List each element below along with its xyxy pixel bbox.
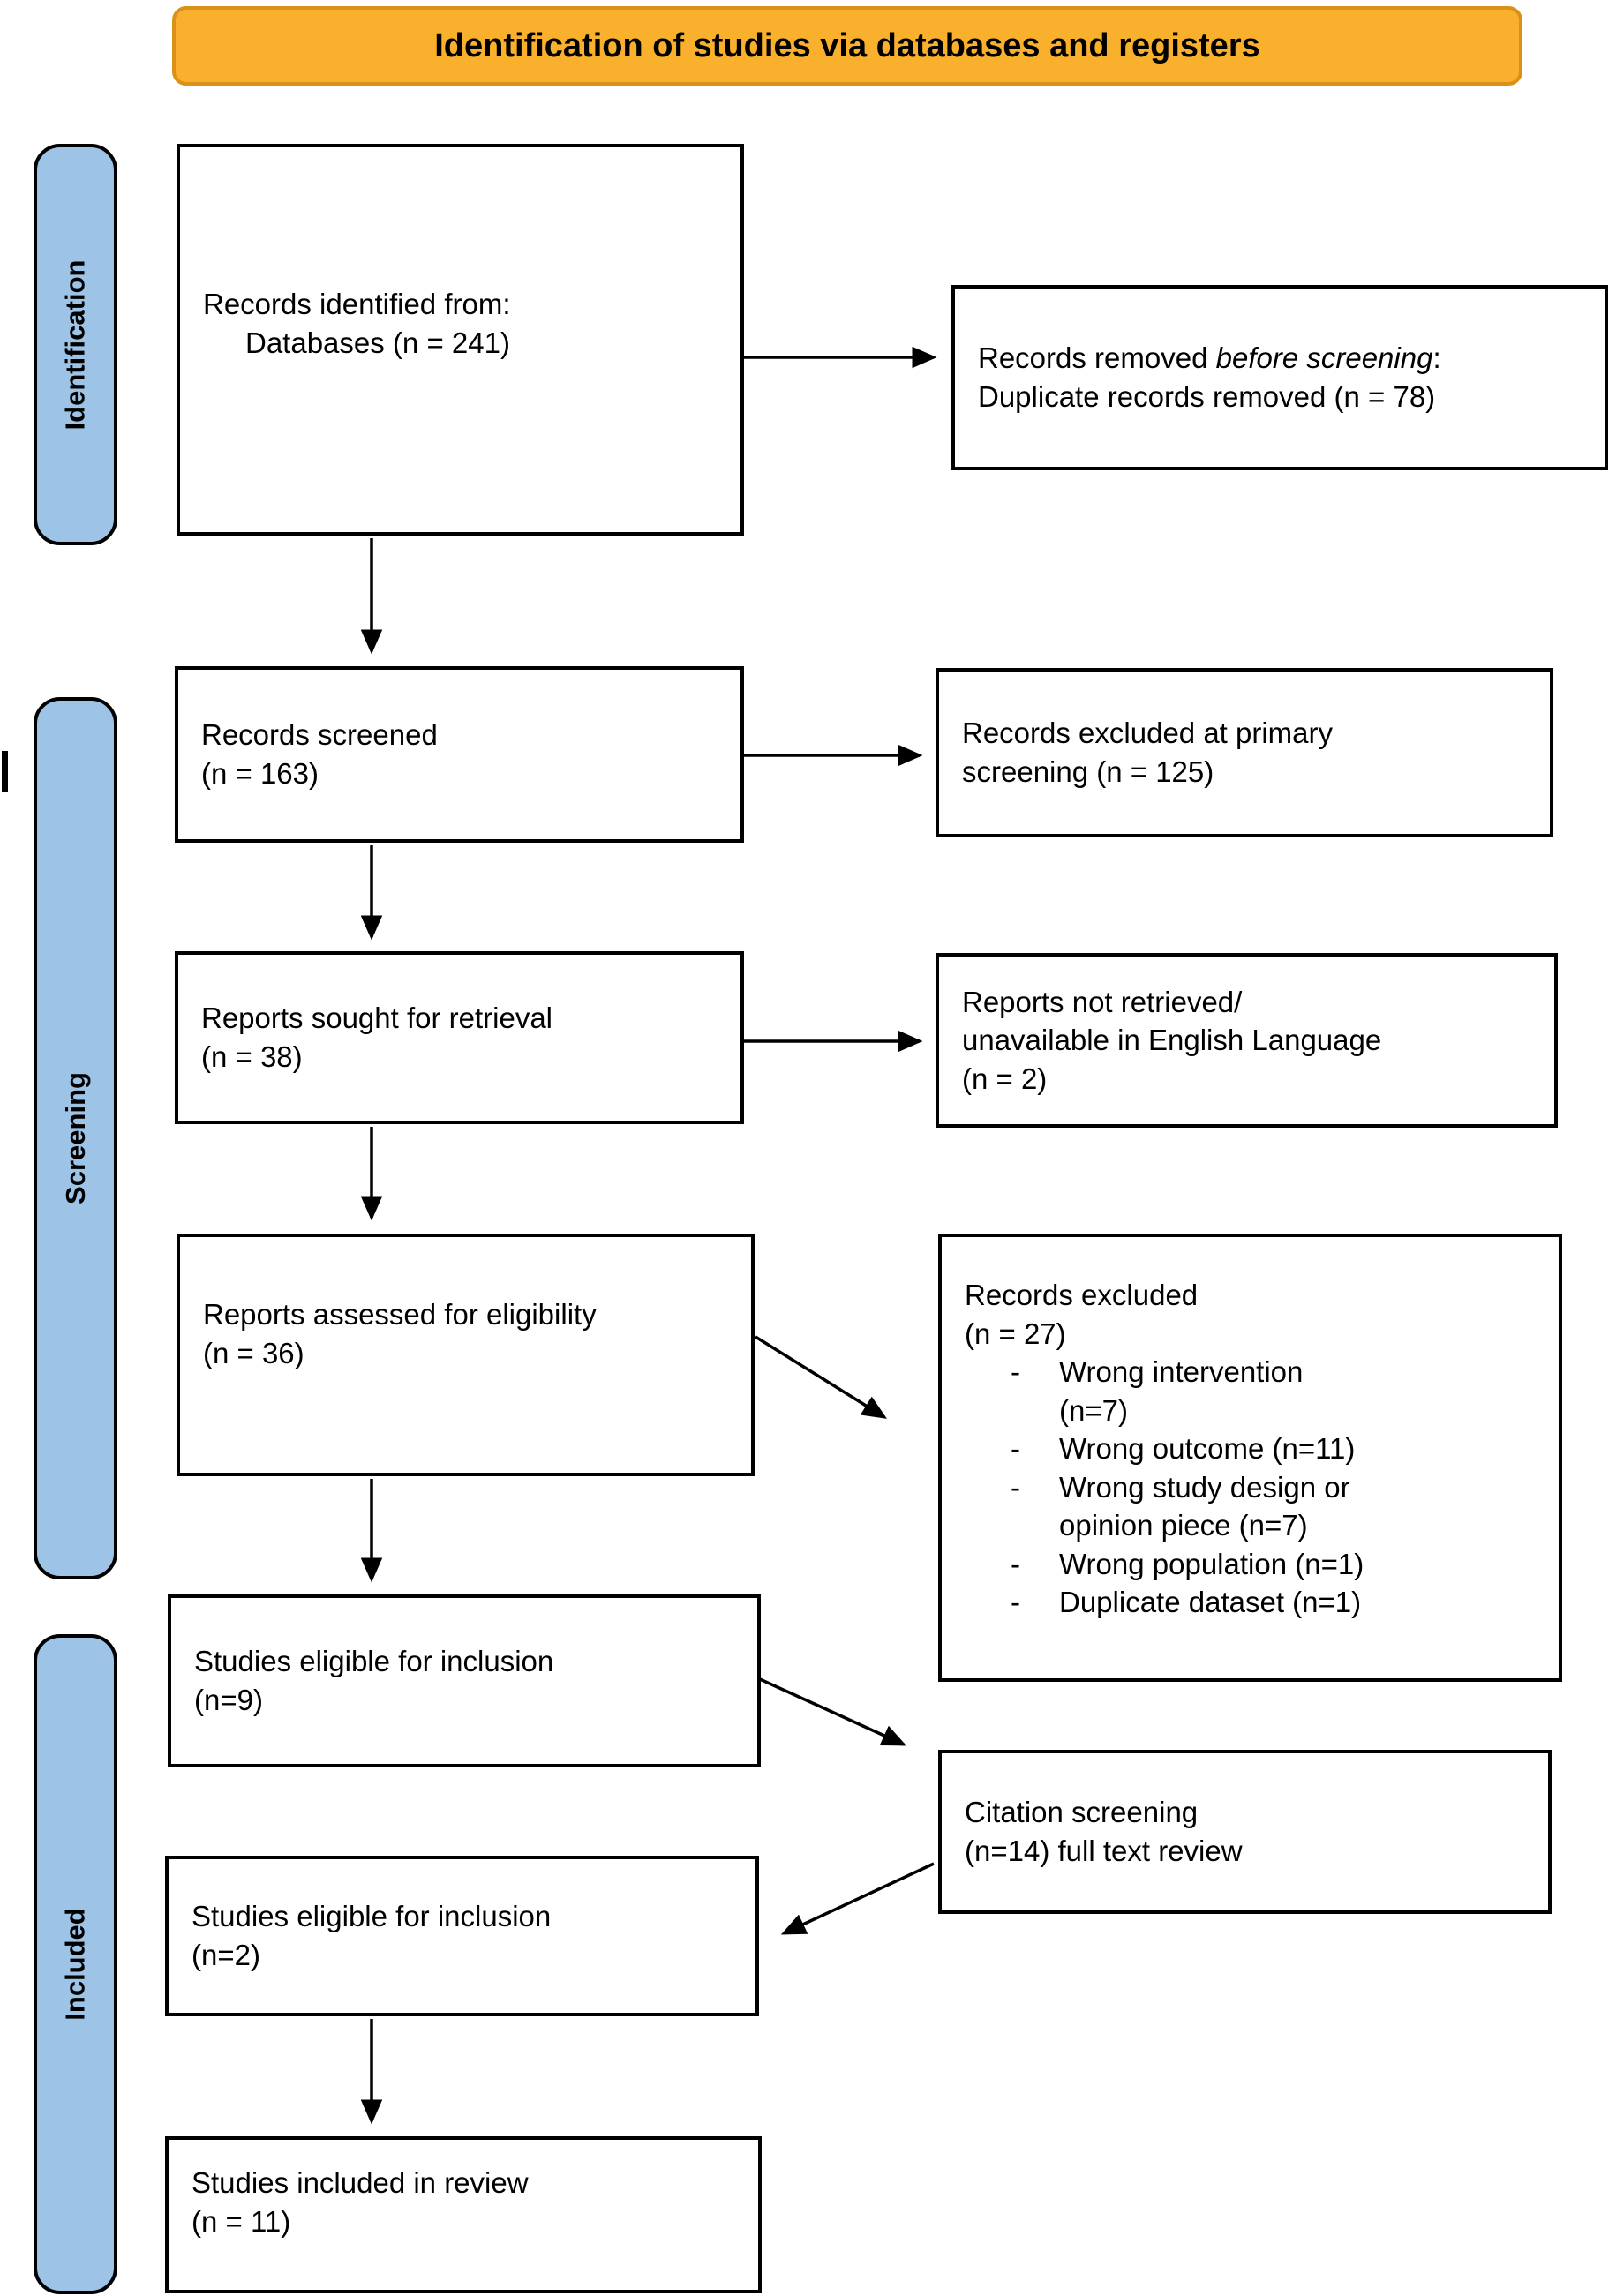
box-records-identified: Records identified from: Databases (n = … <box>177 144 744 536</box>
bullet-dash: - <box>1011 1547 1020 1580</box>
sidebar-included-label: Included <box>59 1908 91 2021</box>
box-studies-included: Studies included in review (n = 11) <box>165 2136 762 2293</box>
records-identified-label: Records identified from: <box>203 288 511 321</box>
excluded-reason-text: Wrong outcome (n=11) <box>1059 1432 1356 1466</box>
records-screened-text: Records screened (n = 163) <box>201 718 438 790</box>
banner: Identification of studies via databases … <box>172 6 1522 86</box>
box-reports-not-retrieved: Reports not retrieved/ unavailable in En… <box>936 953 1558 1128</box>
sidebar-identification: Identification <box>34 144 117 545</box>
box-records-screened: Records screened (n = 163) <box>175 666 744 843</box>
excluded-reason-text: Wrong study design or opinion piece (n=7… <box>1059 1470 1350 1542</box>
citation-screening-text: Citation screening (n=14) full text revi… <box>965 1796 1243 1867</box>
bullet-dash: - <box>1011 1355 1020 1389</box>
excluded-reason-item: - Wrong population (n=1) <box>965 1545 1541 1584</box>
banner-title: Identification of studies via databases … <box>434 26 1260 64</box>
sidebar-screening-label: Screening <box>59 1072 91 1204</box>
sidebar-identification-label: Identification <box>59 259 91 430</box>
reports-assessed-text: Reports assessed for eligibility (n = 36… <box>203 1297 597 1369</box>
studies-eligible-9-text: Studies eligible for inclusion (n=9) <box>194 1645 554 1716</box>
excluded-reason-item: - Wrong intervention (n=7) <box>965 1353 1541 1429</box>
records-removed-post: : <box>1432 341 1441 375</box>
box-records-excluded-primary: Records excluded at primary screening (n… <box>936 668 1553 837</box>
box-records-excluded-eligibility: Records excluded (n = 27) - Wrong interv… <box>938 1234 1562 1682</box>
box-records-removed: Records removed before screening: Duplic… <box>951 285 1608 470</box>
records-excluded-header: Records excluded (n = 27) <box>965 1279 1199 1350</box>
reports-not-retrieved-text: Reports not retrieved/ unavailable in En… <box>962 985 1382 1095</box>
records-excluded-primary-text: Records excluded at primary screening (n… <box>962 717 1334 788</box>
studies-eligible-2-text: Studies eligible for inclusion (n=2) <box>192 1900 552 1971</box>
excluded-reason-text: Wrong intervention (n=7) <box>1059 1355 1304 1427</box>
arrow-assessed-to-excluded <box>755 1335 887 1419</box>
bullet-dash: - <box>1011 1432 1020 1466</box>
records-removed-line2: Duplicate records removed (n = 78) <box>978 380 1436 413</box>
sidebar-screening: Screening <box>34 697 117 1579</box>
records-identified-sub: Databases (n = 241) <box>245 326 510 359</box>
sidebar-included: Included <box>34 1634 117 2294</box>
box-citation-screening: Citation screening (n=14) full text revi… <box>938 1750 1552 1914</box>
records-removed-pre: Records removed <box>978 341 1216 375</box>
stray-mark <box>2 751 8 792</box>
arrow-citation-to-eligible2 <box>780 1862 935 1935</box>
box-studies-eligible-9: Studies eligible for inclusion (n=9) <box>168 1594 761 1767</box>
box-studies-eligible-2: Studies eligible for inclusion (n=2) <box>165 1856 759 2016</box>
excluded-reason-item: - Duplicate dataset (n=1) <box>965 1583 1541 1622</box>
excluded-reason-text: Duplicate dataset (n=1) <box>1059 1586 1362 1619</box>
bullet-dash: - <box>1011 1470 1020 1504</box>
reports-sought-text: Reports sought for retrieval (n = 38) <box>201 1002 553 1073</box>
excluded-reason-item: - Wrong study design or opinion piece (n… <box>965 1468 1541 1545</box>
box-reports-assessed: Reports assessed for eligibility (n = 36… <box>177 1234 755 1476</box>
excluded-reason-text: Wrong population (n=1) <box>1059 1547 1364 1580</box>
excluded-reason-item: - Wrong outcome (n=11) <box>965 1429 1541 1468</box>
box-reports-sought: Reports sought for retrieval (n = 38) <box>175 951 744 1124</box>
records-removed-italic: before screening <box>1215 341 1433 375</box>
bullet-dash: - <box>1011 1586 1020 1619</box>
records-removed-line1: Records removed before screening: <box>978 339 1587 378</box>
studies-included-text: Studies included in review (n = 11) <box>192 2166 529 2238</box>
arrow-eligible9-to-citation <box>759 1677 907 1746</box>
